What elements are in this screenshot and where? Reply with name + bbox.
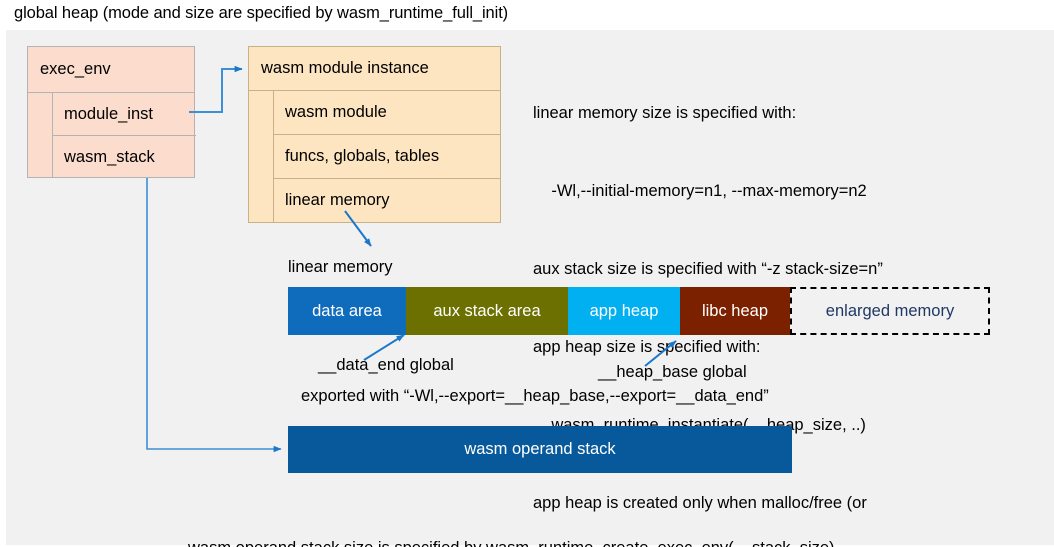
linear-memory-label: linear memory [288,258,393,276]
info-note-line: app heap size is specified with: [533,338,761,356]
page-title: global heap (mode and size are specified… [14,4,509,22]
wasm-operand-stack-box: wasm operand stack [288,426,792,473]
info-note-line: app heap is created only when malloc/fre… [533,494,867,512]
memory-segment-libc-heap: libc heap [680,287,790,335]
exec-env-field-module-inst: module_inst [53,93,196,136]
module-row-linear-memory: linear memory [285,191,390,209]
exec-env-header: exec_env [28,47,194,93]
info-note-line: -Wl,--initial-memory=n1, --max-memory=n2 [533,182,867,200]
exec-env-gutter [28,93,53,178]
wasm-module-instance-gutter [249,91,274,222]
operand-stack-note-line: wasm operand stack size is specified by … [188,535,1038,547]
info-note-line: linear memory size is specified with: [533,104,797,122]
info-notes: linear memory size is specified with: -W… [533,48,1043,547]
module-row-wasm-module: wasm module [274,91,500,135]
wasm-module-instance-header: wasm module instance [249,47,500,91]
info-note-line: aux stack size is specified with “-z sta… [533,260,883,278]
annotation-exported-with: exported with “-Wl,--export=__heap_base,… [301,387,769,405]
annotation-data-end: __data_end global [318,356,454,374]
memory-segment-data-area: data area [288,287,406,335]
memory-segment-aux-stack-area: aux stack area [406,287,568,335]
module-row-funcs-globals-tables: funcs, globals, tables [274,135,500,179]
exec-env-field-wasm-stack: wasm_stack [64,147,155,166]
memory-segment-app-heap: app heap [568,287,680,335]
annotation-heap-base: __heap_base global [598,363,747,381]
exec-env-box: exec_env module_inst wasm_stack [27,46,196,178]
wasm-module-instance-box: wasm module instance wasm module funcs, … [248,46,501,223]
memory-segment-enlarged-memory: enlarged memory [790,287,990,335]
operand-stack-notes: wasm operand stack size is specified by … [188,481,1038,547]
